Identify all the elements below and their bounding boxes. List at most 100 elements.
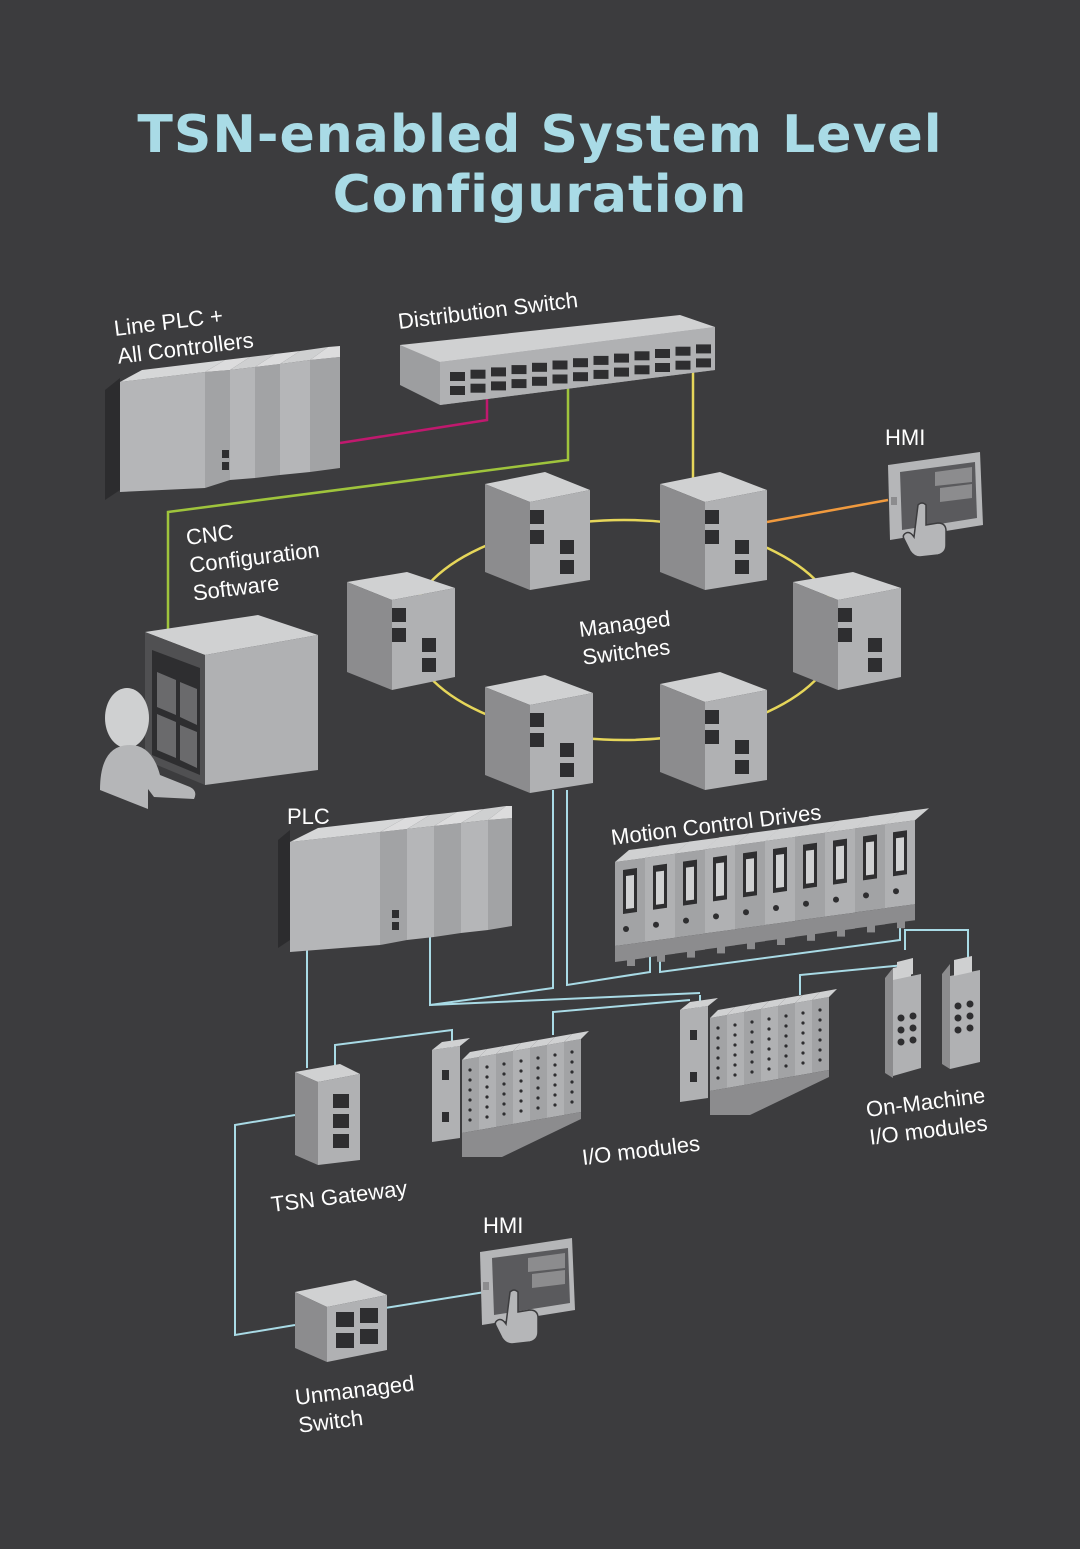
link-gateway-io1 [334,1028,453,1068]
port [532,362,547,372]
label-hmi-bottom: HMI [483,1213,523,1238]
on-machine-io-2 [942,956,980,1069]
drive-unit [735,829,779,950]
io-slice [795,992,820,1076]
port [696,358,711,368]
distribution-switch-device [400,315,715,405]
drive-unit [855,812,899,933]
on-machine-io-1 [885,958,921,1078]
on-machine-io-modules [885,956,980,1078]
hmi-top-device [888,452,983,558]
io-slice [513,1040,538,1124]
title-line-2: Configuration [332,165,748,225]
port [675,360,691,370]
link-lineplc-distswitch [339,395,489,445]
io-slice [479,1046,504,1130]
managed-switch-5 [485,675,593,793]
drive-unit [885,808,929,929]
managed-switch-3 [347,572,455,690]
drive-unit [615,846,659,966]
port [634,365,650,375]
io-header [680,1006,708,1102]
label-io-modules: I/O modules [581,1131,702,1170]
page-title: TSN-enabled System Level Configuration [0,105,1080,225]
label-hmi-top: HMI [885,425,925,450]
port [614,353,629,363]
drive-unit [825,816,869,937]
io-slice [547,1034,572,1118]
drive-unit [645,841,689,962]
cnc-workstation [100,615,318,809]
io-modules-1 [432,1031,589,1157]
link-unmanaged-hmi [384,1291,486,1309]
io-slice [744,1001,769,1085]
port [675,346,691,356]
io-slice [564,1031,589,1115]
port [573,372,588,382]
io-modules-2 [680,989,837,1115]
label-distribution-switch: Distribution Switch [397,287,580,334]
io-slice [761,998,786,1082]
port [511,379,527,389]
io-slice [530,1037,555,1121]
managed-switch-6 [660,672,767,790]
label-unmanaged-2: Switch [297,1405,364,1438]
port [696,344,711,354]
link-ring-drives [566,790,651,987]
io-slice [710,1007,735,1091]
hmi-bottom-device [480,1238,575,1345]
io-slice [496,1043,521,1127]
unmanaged-switch-device [295,1280,387,1362]
plc-device [278,806,512,952]
io-slice [462,1049,487,1133]
managed-switch-1 [485,472,590,590]
port [573,358,588,368]
port [614,367,629,377]
link-ring-hmi [766,498,889,524]
drive-unit [795,820,839,941]
line-plc-device [105,346,340,500]
title-line-1: TSN-enabled System Level [137,105,943,165]
link-ring-plc-io [429,790,554,1007]
port [552,374,568,384]
link-cnc-distswitch [166,385,570,630]
link-plc-io2 [429,992,701,1006]
port [491,381,506,391]
port [491,367,506,377]
label-unmanaged-1: Unmanaged [294,1371,416,1410]
port [511,365,527,375]
link-gateway-unmanaged [234,1114,296,1337]
port [552,360,568,370]
port [470,383,486,393]
drive-unit [765,825,809,945]
port [450,386,465,395]
label-cnc-1: CNC [185,519,235,550]
io-base [710,1070,829,1115]
port [634,351,650,361]
port [655,349,670,358]
managed-switch-4 [793,572,901,690]
drive-unit [675,837,719,958]
port [450,372,465,381]
label-tsn-gateway: TSN Gateway [270,1175,409,1217]
drive-unit [705,833,749,954]
managed-switches [347,472,901,793]
managed-switch-2 [660,472,767,590]
link-drives-onmachine2 [904,929,969,965]
hand-pointer-icon [902,502,947,558]
hand-pointer-icon [494,1289,539,1345]
port [532,376,547,386]
io-base [462,1112,581,1157]
label-plc: PLC [287,804,330,829]
port [470,369,486,379]
port [593,355,609,365]
tsn-gateway-device [295,1064,360,1165]
io-slice [727,1004,752,1088]
motion-control-drives [615,808,929,966]
io-header [432,1046,460,1142]
port [593,369,609,379]
link-io1-up [552,999,691,1035]
io-slice [778,995,803,1079]
io-slice [812,989,837,1073]
